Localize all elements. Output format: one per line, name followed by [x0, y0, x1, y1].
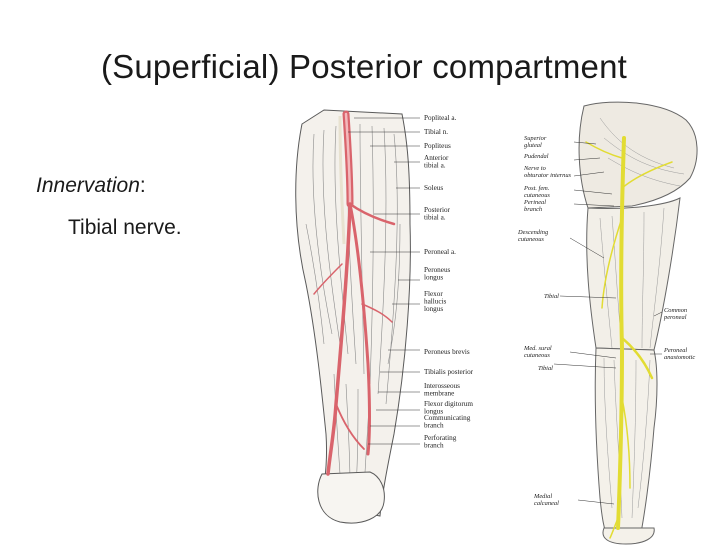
- label-line: Tibial: [538, 365, 553, 372]
- label-line: cutaneous: [524, 352, 550, 359]
- label-line: longus: [424, 274, 443, 282]
- label-line: Pudendal: [523, 153, 549, 160]
- label-line: longus: [424, 305, 443, 313]
- slide-title: (Superficial) Posterior compartment: [100, 48, 627, 85]
- label-line: Communicating: [424, 414, 471, 422]
- label-line: longus: [424, 408, 443, 416]
- label-line: Popliteus: [424, 142, 451, 150]
- label-line: Peroneal a.: [424, 248, 456, 256]
- label-line: Superior: [524, 135, 547, 142]
- label-line: Tibialis posterior: [424, 368, 474, 376]
- left-leaders: [348, 117, 420, 445]
- tibial-nerve: [338, 115, 346, 245]
- calcaneus: [317, 471, 385, 524]
- label-line: Perforating: [424, 434, 457, 442]
- muscle-striations: [305, 123, 401, 490]
- thigh-outline: [586, 197, 681, 351]
- label-peroneus-brevis: Peroneus brevis: [424, 348, 470, 356]
- label-tibialis-posterior: Tibialis posterior: [424, 368, 474, 376]
- label-soleus: Soleus: [424, 184, 443, 192]
- lower-leg-outline: [594, 347, 658, 539]
- label-pudendal: Pudendal: [523, 153, 549, 160]
- label-line: branch: [424, 442, 444, 450]
- label-line: gluteal: [524, 142, 542, 149]
- label-line: cutaneous: [524, 192, 550, 199]
- innervation-label: Innervation: [36, 174, 140, 197]
- label-popliteus: Popliteus: [424, 142, 451, 150]
- label-line: Tibial: [544, 293, 559, 300]
- slide-body: Innervation: Tibial nerve.: [36, 174, 182, 240]
- label-line: Anterior: [424, 154, 449, 162]
- label-line: Peroneus brevis: [424, 348, 470, 356]
- innervation-value: Tibial nerve.: [68, 216, 182, 239]
- label-line: cutaneous: [518, 236, 544, 243]
- label-line: branch: [524, 206, 542, 213]
- label-line: membrane: [424, 390, 454, 398]
- nerves: [585, 136, 673, 539]
- arteries: [313, 110, 396, 476]
- label-peroneal-a: Peroneal a.: [424, 248, 456, 256]
- label-line: peroneal: [663, 314, 687, 321]
- label-line: Peroneus: [424, 266, 451, 274]
- label-line: obturator internus: [524, 172, 572, 179]
- label-line: Soleus: [424, 184, 443, 192]
- label-line: Popliteal a.: [424, 114, 457, 122]
- label-tibial-n: Tibial n.: [424, 128, 448, 136]
- label-line: Medial: [533, 493, 552, 500]
- right-leaders: [553, 141, 663, 505]
- label-line: tibial a.: [424, 214, 446, 222]
- label-line: Flexor: [424, 290, 443, 298]
- label-popliteal-a: Popliteal a.: [424, 114, 457, 122]
- innervation-line: Innervation:: [36, 174, 182, 198]
- label-line: Flexor digitorum: [424, 400, 473, 408]
- label-post-fem-cutaneous: Post. fem.cutaneous: [523, 185, 550, 199]
- label-line: Peroneal: [663, 347, 687, 354]
- label-line: tibial a.: [424, 162, 446, 170]
- label-line: Post. fem.: [523, 185, 550, 192]
- label-line: Perineal: [523, 199, 546, 206]
- label-line: Descending: [517, 229, 549, 236]
- label-line: Tibial n.: [424, 128, 448, 136]
- label-line: branch: [424, 422, 444, 430]
- foot-outline: [602, 527, 655, 545]
- label-line: Med. sural: [523, 345, 552, 352]
- label-line: Posterior: [424, 206, 451, 214]
- label-line: Common: [664, 307, 687, 314]
- right-muscle-striations: [599, 117, 685, 519]
- label-line: calcaneal: [534, 500, 559, 507]
- label-line: Interosseous: [424, 382, 460, 390]
- hip-outline: [578, 101, 698, 209]
- label-line: anastomotic: [664, 354, 695, 361]
- label-tibial-lower: Tibial: [538, 365, 553, 372]
- label-tibial-upper: Tibial: [544, 293, 559, 300]
- innervation-colon: :: [139, 174, 146, 197]
- label-line: Nerve to: [523, 165, 546, 172]
- label-line: hallucis: [424, 298, 447, 306]
